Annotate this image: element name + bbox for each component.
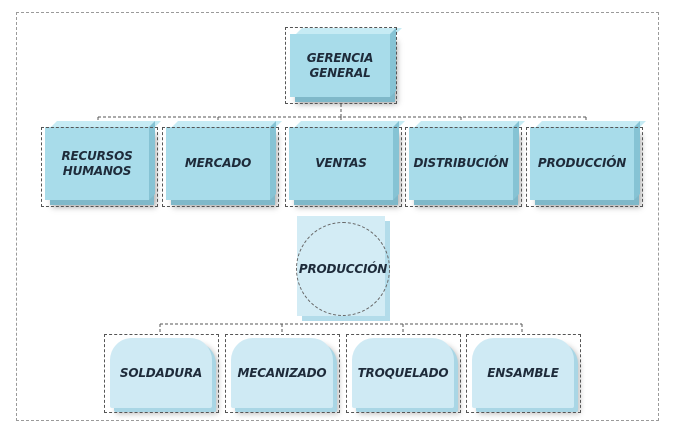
mecanizado-label: MECANIZADO bbox=[237, 365, 327, 380]
ensamble-shape: ENSAMBLE bbox=[472, 338, 574, 408]
ventas-selection bbox=[285, 127, 402, 207]
mecanizado-selection bbox=[225, 334, 340, 413]
produccion-subchart-circle: PRODUCCIÓN bbox=[296, 222, 390, 316]
distribucion-label: DISTRIBUCIÓN bbox=[413, 156, 509, 170]
troquelado-shape: TROQUELADO bbox=[352, 338, 454, 408]
gerencia-general-box: GERENCIA GENERAL bbox=[290, 34, 390, 97]
distribucion-box: DISTRIBUCIÓN bbox=[409, 127, 513, 200]
recursos-humanos-selection bbox=[41, 127, 158, 207]
ensamble-label: ENSAMBLE bbox=[487, 365, 559, 380]
ensamble-selection bbox=[466, 334, 581, 413]
produccion-box: PRODUCCIÓN bbox=[530, 127, 634, 200]
soldadura-label: SOLDADURA bbox=[119, 365, 203, 380]
distribucion-selection bbox=[405, 127, 522, 207]
soldadura-selection bbox=[104, 334, 219, 413]
gerencia-general-label: GERENCIA GENERAL bbox=[306, 50, 374, 80]
mercado-box: MERCADO bbox=[166, 127, 270, 200]
mercado-selection bbox=[162, 127, 279, 207]
produccion-subchart-label: PRODUCCIÓN bbox=[298, 261, 388, 276]
mercado-label: MERCADO bbox=[184, 156, 252, 170]
recursos-humanos-box: RECURSOS HUMANOS bbox=[45, 127, 149, 200]
troquelado-selection bbox=[346, 334, 461, 413]
troquelado-label: TROQUELADO bbox=[357, 365, 449, 380]
soldadura-shape: SOLDADURA bbox=[110, 338, 212, 408]
gerencia-general-selection bbox=[285, 27, 397, 104]
mecanizado-shape: MECANIZADO bbox=[231, 338, 333, 408]
produccion-selection bbox=[526, 127, 643, 207]
produccion-label: PRODUCCIÓN bbox=[537, 156, 627, 170]
diagram-frame bbox=[16, 12, 659, 421]
ventas-box: VENTAS bbox=[289, 127, 393, 200]
recursos-humanos-label: RECURSOS HUMANOS bbox=[61, 148, 133, 178]
ventas-label: VENTAS bbox=[315, 156, 367, 170]
